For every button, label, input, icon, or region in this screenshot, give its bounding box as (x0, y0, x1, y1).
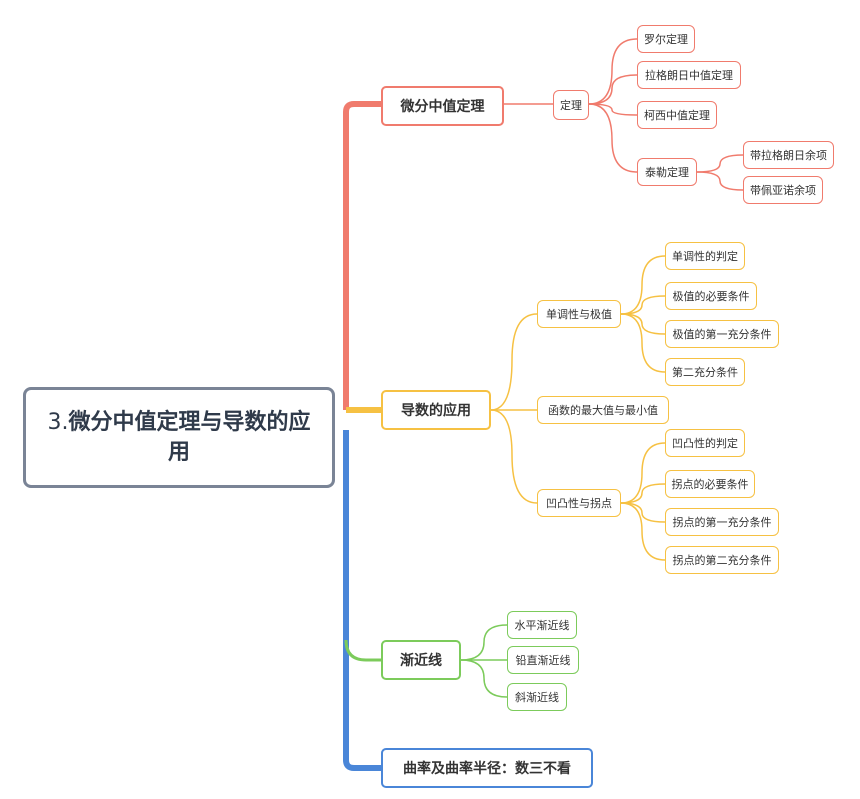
node-inflection-first-sufficient[interactable]: 拐点的第一充分条件 (665, 508, 779, 536)
topic-curvature[interactable]: 曲率及曲率半径：数三不看 (381, 748, 593, 788)
subtopic-monotonicity-extrema[interactable]: 单调性与极值 (537, 300, 621, 328)
topic-asymptote[interactable]: 渐近线 (381, 640, 461, 680)
node-lagrange[interactable]: 拉格朗日中值定理 (637, 61, 741, 89)
trunk-blue (343, 430, 381, 771)
node-taylor-peano-remainder[interactable]: 带佩亚诺余项 (743, 176, 823, 204)
node-taylor[interactable]: 泰勒定理 (637, 158, 697, 186)
trunk-green (344, 639, 381, 662)
root-prefix: 3. (47, 409, 69, 435)
root-topic[interactable]: 3.微分中值定理与导数的应用 (23, 387, 335, 488)
node-cauchy[interactable]: 柯西中值定理 (637, 101, 717, 129)
node-convexity-test[interactable]: 凹凸性的判定 (665, 429, 745, 457)
node-horizontal-asymptote[interactable]: 水平渐近线 (507, 611, 577, 639)
node-monotonicity-test[interactable]: 单调性的判定 (665, 242, 745, 270)
topic-mvt[interactable]: 微分中值定理 (381, 86, 504, 126)
node-taylor-lagrange-remainder[interactable]: 带拉格朗日余项 (743, 141, 834, 169)
node-oblique-asymptote[interactable]: 斜渐近线 (507, 683, 567, 711)
node-vertical-asymptote[interactable]: 铅直渐近线 (507, 646, 579, 674)
node-extrema-necessary[interactable]: 极值的必要条件 (665, 282, 757, 310)
node-rolle[interactable]: 罗尔定理 (637, 25, 695, 53)
node-second-sufficient[interactable]: 第二充分条件 (665, 358, 745, 386)
trunk-red (343, 101, 381, 410)
subtopic-convexity-inflection[interactable]: 凹凸性与拐点 (537, 489, 621, 517)
node-inflection-second-sufficient[interactable]: 拐点的第二充分条件 (665, 546, 779, 574)
node-extrema-first-sufficient[interactable]: 极值的第一充分条件 (665, 320, 779, 348)
node-inflection-necessary[interactable]: 拐点的必要条件 (665, 470, 755, 498)
subtopic-theorem[interactable]: 定理 (553, 90, 589, 120)
root-title: 微分中值定理与导数的应用 (68, 409, 311, 465)
topic-derivative-application[interactable]: 导数的应用 (381, 390, 491, 430)
subtopic-max-min[interactable]: 函数的最大值与最小值 (537, 396, 669, 424)
